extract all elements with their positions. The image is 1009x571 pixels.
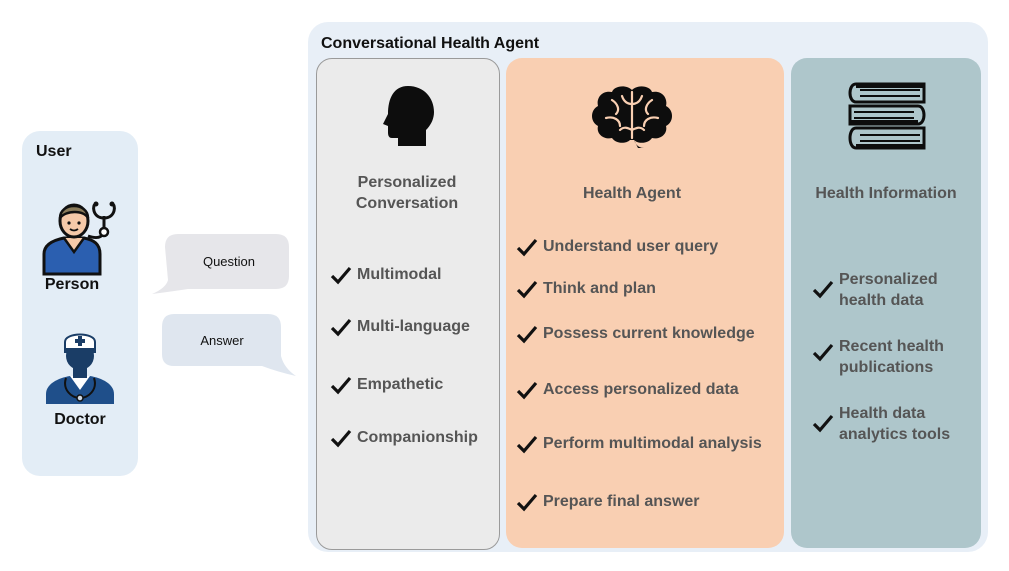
list-item: Prepare final answer bbox=[516, 491, 700, 512]
list-item-label: Companionship bbox=[357, 429, 478, 446]
list-item-label: Multimodal bbox=[357, 266, 442, 283]
list-item-label: Personalized health data bbox=[839, 271, 938, 309]
list-item-label: Think and plan bbox=[543, 280, 656, 297]
question-bubble-label: Question bbox=[202, 254, 256, 269]
list-item: Understand user query bbox=[516, 236, 718, 257]
list-item-label: Understand user query bbox=[543, 238, 719, 255]
list-item-label: Perform multimodal analysis bbox=[543, 435, 762, 452]
person-label: Person bbox=[44, 276, 100, 293]
list-item: Think and plan bbox=[516, 278, 656, 299]
check-icon bbox=[516, 238, 538, 257]
list-item: Multimodal bbox=[330, 264, 441, 285]
list-item: Empathetic bbox=[330, 374, 443, 395]
books-stack-icon bbox=[848, 82, 926, 150]
answer-bubble-label: Answer bbox=[200, 333, 244, 348]
user-title: User bbox=[36, 143, 72, 160]
list-item-label: Health data analytics tools bbox=[839, 405, 951, 443]
check-icon bbox=[516, 435, 538, 454]
doctor-icon bbox=[46, 333, 114, 404]
check-icon bbox=[330, 318, 352, 337]
check-icon bbox=[516, 280, 538, 299]
list-item-label: Prepare final answer bbox=[543, 493, 700, 510]
answer-bubble-shape bbox=[162, 314, 296, 376]
doctor-label: Doctor bbox=[54, 411, 106, 428]
check-icon bbox=[330, 429, 352, 448]
check-icon bbox=[330, 376, 352, 395]
list-item: Perform multimodal analysis bbox=[516, 433, 762, 454]
list-item-label: Recent health publications bbox=[839, 338, 944, 376]
person-doctor-stethoscope-icon bbox=[42, 201, 116, 276]
personalized-conversation-heading-text: Personalized Conversation bbox=[355, 174, 459, 212]
brain-icon bbox=[592, 86, 672, 148]
check-icon bbox=[812, 280, 834, 299]
list-item-label: Possess current knowledge bbox=[543, 325, 755, 342]
check-icon bbox=[330, 266, 352, 285]
list-item: Health data analytics tools bbox=[812, 403, 950, 445]
question-bubble-shape bbox=[152, 234, 289, 294]
list-item-label: Empathetic bbox=[357, 376, 444, 393]
check-icon bbox=[516, 381, 538, 400]
check-icon bbox=[516, 325, 538, 344]
check-icon bbox=[812, 343, 834, 362]
list-item: Access personalized data bbox=[516, 379, 739, 400]
personalized-conversation-heading: Personalized Conversation bbox=[316, 172, 498, 214]
check-icon bbox=[812, 414, 834, 433]
list-item-label: Multi-language bbox=[357, 318, 470, 335]
health-information-heading: Health Information bbox=[815, 185, 957, 202]
list-item: Recent health publications bbox=[812, 336, 944, 378]
list-item: Personalized health data bbox=[812, 269, 938, 311]
agent-title: Conversational Health Agent bbox=[321, 35, 540, 52]
list-item: Companionship bbox=[330, 427, 478, 448]
check-icon bbox=[516, 493, 538, 512]
list-item: Multi-language bbox=[330, 316, 470, 337]
user-panel bbox=[22, 131, 138, 476]
list-item-label: Access personalized data bbox=[543, 381, 739, 398]
list-item: Possess current knowledge bbox=[516, 323, 755, 344]
health-information-column bbox=[791, 58, 981, 548]
head-profile-icon bbox=[383, 86, 434, 146]
health-agent-heading: Health Agent bbox=[582, 185, 682, 202]
